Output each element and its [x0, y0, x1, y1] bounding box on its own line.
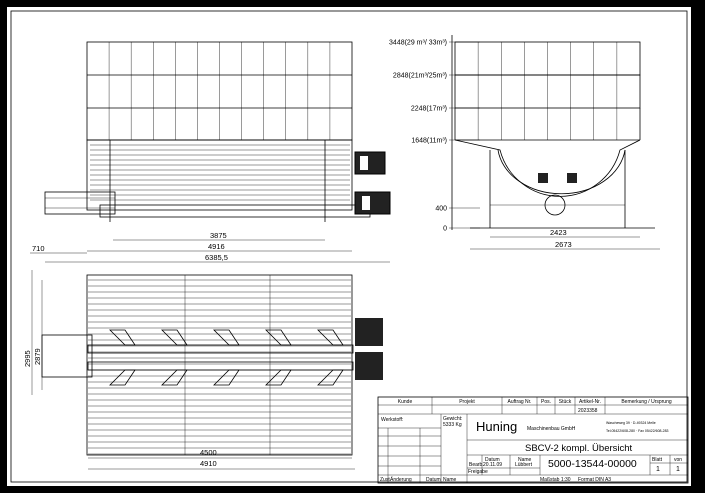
- dim-4500: 4500: [200, 448, 217, 457]
- date-label: Datum: [485, 457, 500, 463]
- sheet-number: 1: [656, 466, 660, 473]
- motor-lower: [354, 191, 391, 215]
- column-header: Bemerkung / Ursprung: [621, 399, 672, 405]
- of-label: von: [674, 457, 682, 463]
- column-header: Artikel-Nr.: [579, 399, 601, 405]
- company-address: Wascheweg 39 · D-49324 Melle: [606, 421, 656, 425]
- company-suffix: Maschinenbau GmbH: [527, 426, 576, 432]
- front-view: 3875 4916 710 6385,5: [30, 41, 391, 263]
- weight-label: Gewicht:: [443, 416, 462, 422]
- drawn-date: 20.11.09: [483, 462, 502, 468]
- screw-shaft: [87, 344, 354, 354]
- level-label: 1648(11m³): [411, 138, 447, 145]
- company-logo: Huning: [476, 419, 517, 434]
- level-label: 0: [443, 226, 447, 233]
- dim-6385: 6385,5: [205, 253, 228, 262]
- rev-label-0: Zust.: [380, 477, 391, 483]
- screw-shaft: [87, 361, 354, 371]
- column-header: Projekt: [459, 399, 475, 405]
- name-label: Name: [518, 457, 532, 463]
- rev-label-2: Datum: [426, 477, 441, 483]
- column-header: Auftrag Nr.: [508, 399, 532, 405]
- column-header: Pos.: [541, 399, 551, 405]
- dim-2995: 2995: [23, 350, 32, 367]
- level-label: 3448(29 m³/ 33m³): [389, 40, 447, 47]
- level-label: 2848(21m³/25m³): [393, 73, 447, 80]
- level-label: 400: [435, 206, 447, 213]
- dim-4916: 4916: [208, 242, 225, 251]
- weight-value: 5333 Kg: [443, 422, 462, 428]
- drawn-label: Bearb.: [469, 462, 484, 468]
- scale: Maßstab 1:30: [540, 477, 571, 483]
- sheet-count: 1: [676, 466, 680, 473]
- drawing-number: 5000-13544-00000: [548, 458, 637, 470]
- dim-2423: 2423: [550, 228, 567, 237]
- format: Format DIN A3: [578, 477, 611, 483]
- dim-3875: 3875: [210, 231, 227, 240]
- rev-label-1: Änderung: [390, 476, 412, 483]
- company-phone: Tel.05422/608-280 · Fax 05422/608-283: [606, 429, 669, 433]
- release-label: Freigabe: [468, 469, 488, 475]
- sheet-label: Blatt: [652, 457, 663, 463]
- level-label: 2248(17m³): [411, 106, 447, 113]
- dim-2879: 2879: [33, 348, 42, 365]
- motor-upper: [354, 151, 386, 175]
- top-view: 4500 4910 2995 2879: [23, 270, 383, 470]
- rev-label-3: Name: [443, 477, 457, 483]
- drawing-title: SBCV-2 kompl. Übersicht: [525, 443, 633, 454]
- article-no: 2023358: [578, 408, 598, 414]
- dim-4910: 4910: [200, 459, 217, 468]
- column-header: Kunde: [398, 399, 413, 405]
- drawn-name: Lübbert: [515, 462, 533, 468]
- title-block: Kunde Projekt Auftrag Nr. Pos. Stück Artikel-…: [377, 396, 689, 484]
- material-label: Werkstoff:: [381, 417, 403, 423]
- column-header: Stück: [559, 399, 572, 405]
- dim-710: 710: [32, 244, 45, 253]
- side-view: 3448(29 m³/ 33m³) 2848(21m³/25m³) 2248(17m…: [389, 35, 660, 250]
- dim-2673: 2673: [555, 240, 572, 249]
